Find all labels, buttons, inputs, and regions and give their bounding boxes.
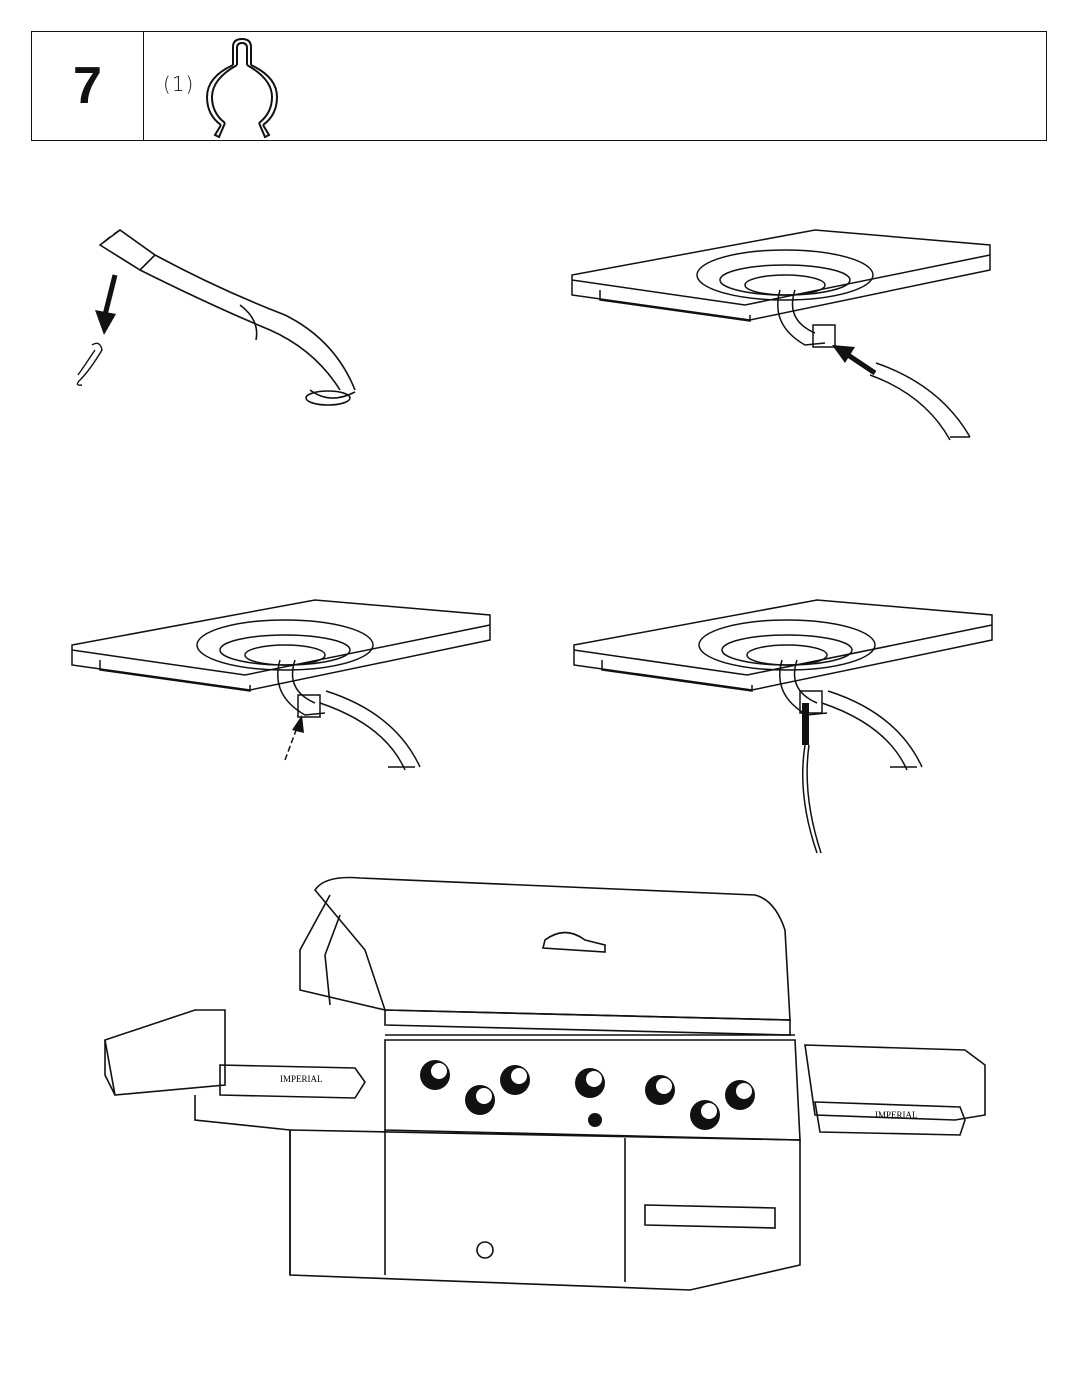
hose-to-valve-illustration	[571, 229, 991, 441]
step-number: 7	[73, 57, 102, 115]
clip-insert-illustration	[71, 599, 491, 771]
step-number-cell: 7	[32, 32, 144, 140]
step-header: 7 (1)	[31, 31, 1047, 141]
hose-clip-removal-illustration	[76, 229, 356, 406]
clip-installed-illustration	[573, 599, 993, 854]
grill-overview-illustration: IMPERIAL IMPERIAL	[104, 876, 986, 1291]
grill-brand-right: IMPERIAL	[875, 1110, 918, 1120]
grill-brand-left: IMPERIAL	[280, 1074, 323, 1084]
hairpin-clip-icon	[205, 37, 279, 139]
part-quantity: (1)	[163, 72, 195, 96]
